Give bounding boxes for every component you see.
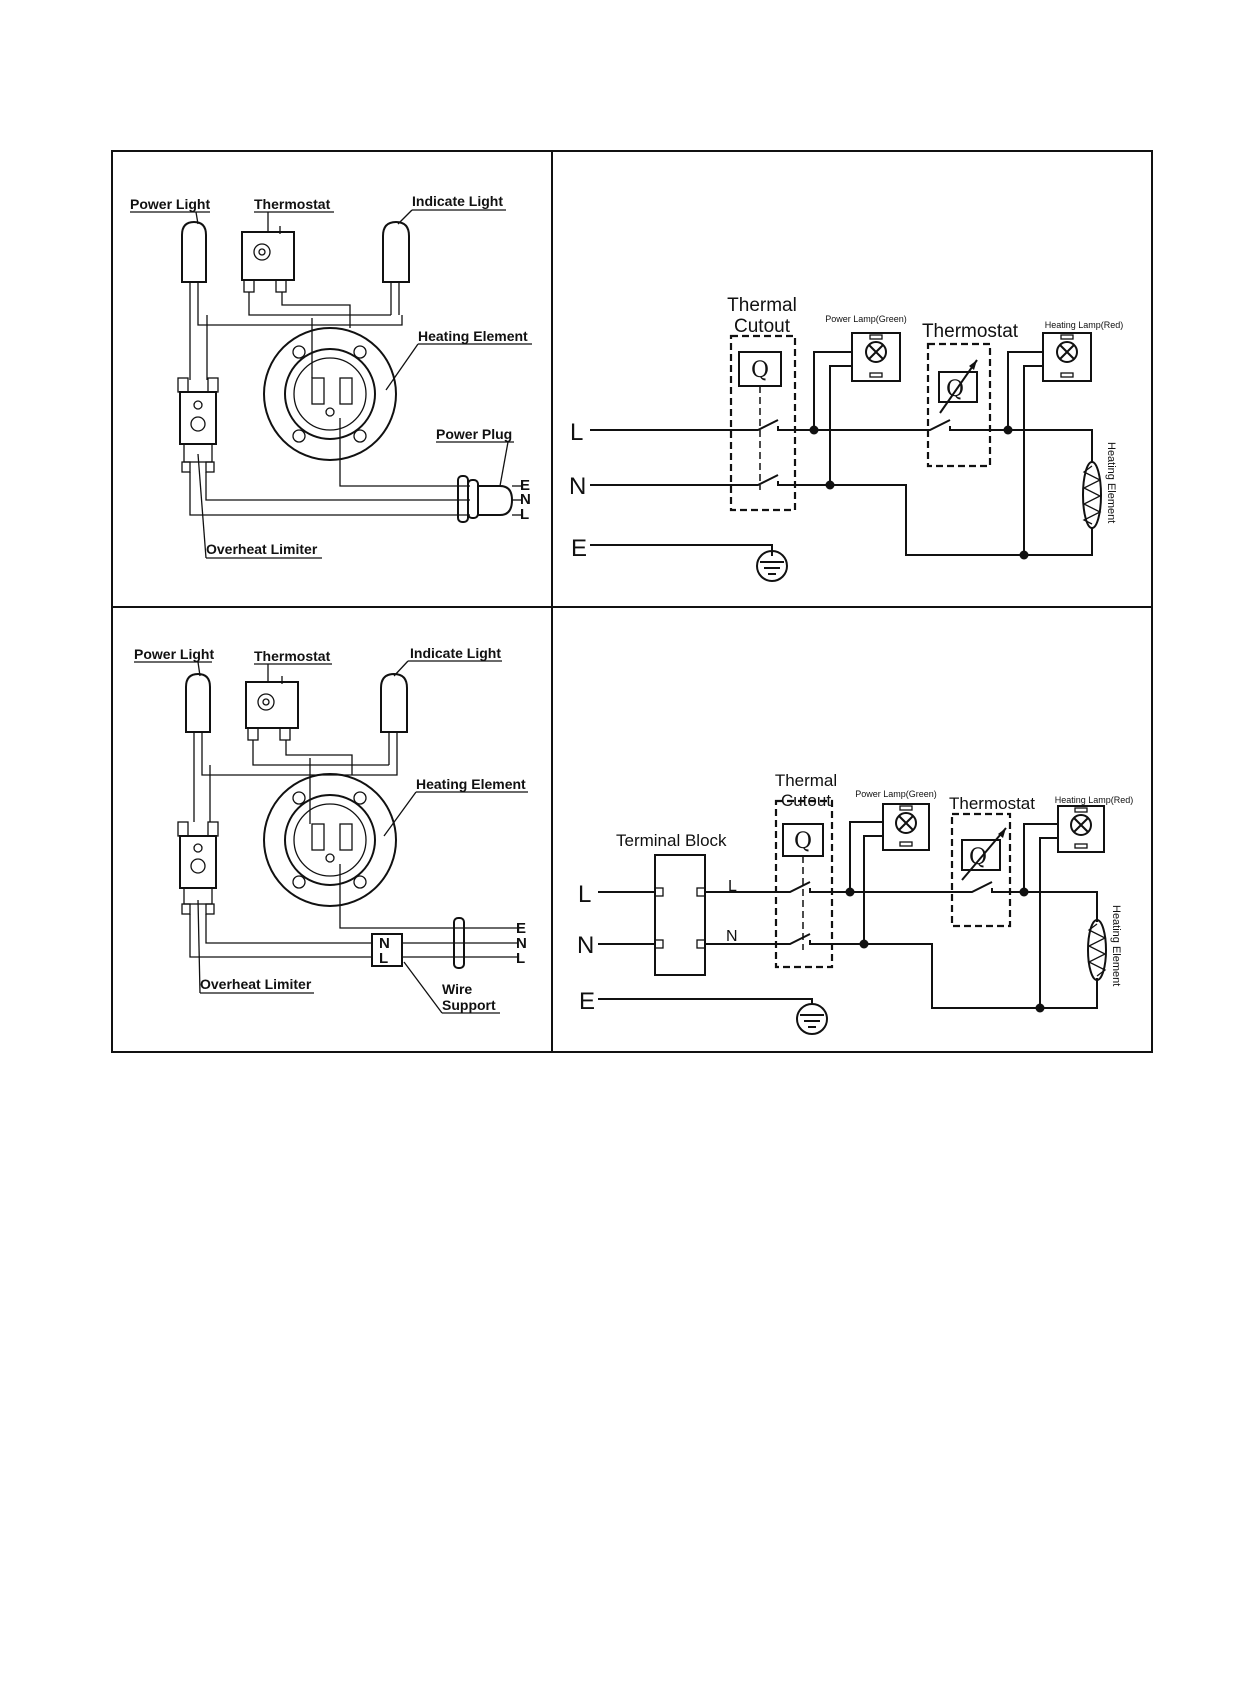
panel-bottom-left-wiring: N L E N L Power Light Thermostat Indicat… <box>134 645 528 1014</box>
power-light-label: Power Light <box>134 646 214 662</box>
heating-element-schematic-label: Heating Element <box>1110 905 1122 986</box>
heating-lamp-box <box>1042 332 1092 382</box>
power-plug-icon <box>457 475 522 523</box>
block-l-label: L <box>379 950 388 967</box>
indicate-light-label: Indicate Light <box>410 645 501 661</box>
thermostat-q-box <box>961 839 1001 871</box>
indicate-light-icon <box>382 220 410 315</box>
terminal-block-box <box>654 854 706 976</box>
leader-lines <box>134 660 528 1014</box>
plug-terminal-l: L <box>520 506 529 523</box>
thermostat-schematic-label: Thermostat <box>922 321 1019 342</box>
thermostat-box <box>926 342 992 468</box>
thermostat-label: Thermostat <box>254 196 331 212</box>
plug-terminal-e: E <box>520 477 530 494</box>
heating-element-flange-icon <box>263 327 397 461</box>
panel-bottom-right-schematic: L N E Terminal Block L N Thermal <box>577 771 1134 1035</box>
plug-terminal-n: N <box>520 491 531 508</box>
earth-ground-icon <box>796 1003 828 1035</box>
terminal-block-label: Terminal Block <box>616 831 727 850</box>
line-n-label: N <box>577 932 594 959</box>
wire-support-label-1: Wire <box>442 981 472 997</box>
power-lamp-icon <box>865 334 887 378</box>
heating-lamp-label: Heating Lamp(Red) <box>1055 795 1134 805</box>
heating-element-label: Heating Element <box>416 776 526 792</box>
thermal-cutout-label-2: Cutout <box>781 791 831 810</box>
overheat-limiter-icon <box>177 821 219 915</box>
power-light-icon <box>181 220 207 315</box>
leader-lines <box>130 209 532 559</box>
wire-support-block-icon <box>371 917 465 969</box>
diagram-frame <box>111 150 1153 1053</box>
power-light-icon <box>185 672 211 765</box>
power-plug-label: Power Plug <box>436 426 512 442</box>
heating-lamp-label: Heating Lamp(Red) <box>1045 320 1124 330</box>
thermal-cutout-box <box>729 334 797 512</box>
thermostat-q-symbol: Q <box>969 845 987 870</box>
heating-lamp-box <box>1057 805 1105 853</box>
wiring-harness <box>189 292 470 516</box>
heating-element-flange-icon <box>263 773 397 907</box>
line-l-label: L <box>570 419 583 446</box>
indicate-light-icon <box>380 672 408 765</box>
thermostat-label: Thermostat <box>254 648 331 664</box>
panel-top-right-schematic: L N E Thermal Cutout Q <box>569 295 1124 582</box>
block-n-label: N <box>379 935 390 952</box>
power-lamp-box <box>851 332 901 382</box>
cable-terminal-l: L <box>516 950 525 967</box>
heating-element-label: Heating Element <box>418 328 528 344</box>
power-lamp-box <box>882 803 930 851</box>
line-n-label: N <box>569 473 586 500</box>
power-lamp-label: Power Lamp(Green) <box>855 789 937 799</box>
indicate-light-label: Indicate Light <box>412 193 503 209</box>
thermal-cutout-label-2: Cutout <box>734 316 791 337</box>
earth-ground-icon <box>756 550 788 582</box>
thermostat-q-box <box>938 371 978 403</box>
heating-element-resistor-icon <box>1082 461 1102 529</box>
line-e-label: E <box>579 988 595 1015</box>
thermostat-schematic-label: Thermostat <box>949 794 1035 813</box>
thermal-cutout-q-symbol: Q <box>751 358 769 383</box>
power-lamp-label: Power Lamp(Green) <box>825 314 907 324</box>
line-l-label: L <box>578 881 591 908</box>
panel-top-left-wiring: Power Light Thermostat Indicate Light He… <box>130 193 532 559</box>
thermal-cutout-q-symbol: Q <box>794 829 812 854</box>
heating-element-schematic-label: Heating Element <box>1105 442 1117 523</box>
heating-lamp-icon <box>1056 334 1078 378</box>
thermostat-box <box>950 812 1012 928</box>
inner-l-label: L <box>728 878 737 895</box>
thermostat-icon <box>245 676 299 741</box>
thermal-cutout-label-1: Thermal <box>775 771 837 790</box>
wiring-harness <box>189 740 518 958</box>
heating-element-resistor-icon <box>1087 919 1107 981</box>
thermostat-icon <box>241 226 295 293</box>
power-light-label: Power Light <box>130 196 210 212</box>
overheat-limiter-label: Overheat Limiter <box>200 976 312 992</box>
wire-support-label-2: Support <box>442 997 496 1013</box>
overheat-limiter-label: Overheat Limiter <box>206 541 318 557</box>
thermal-cutout-label-1: Thermal <box>727 295 797 316</box>
thermal-cutout-box <box>774 799 834 969</box>
cable-terminal-n: N <box>516 935 527 952</box>
cable-terminal-e: E <box>516 920 526 937</box>
power-lamp-icon <box>895 805 917 847</box>
heating-lamp-icon <box>1070 807 1092 849</box>
inner-n-label: N <box>726 928 738 945</box>
thermostat-q-symbol: Q <box>946 377 964 402</box>
line-e-label: E <box>571 535 587 562</box>
